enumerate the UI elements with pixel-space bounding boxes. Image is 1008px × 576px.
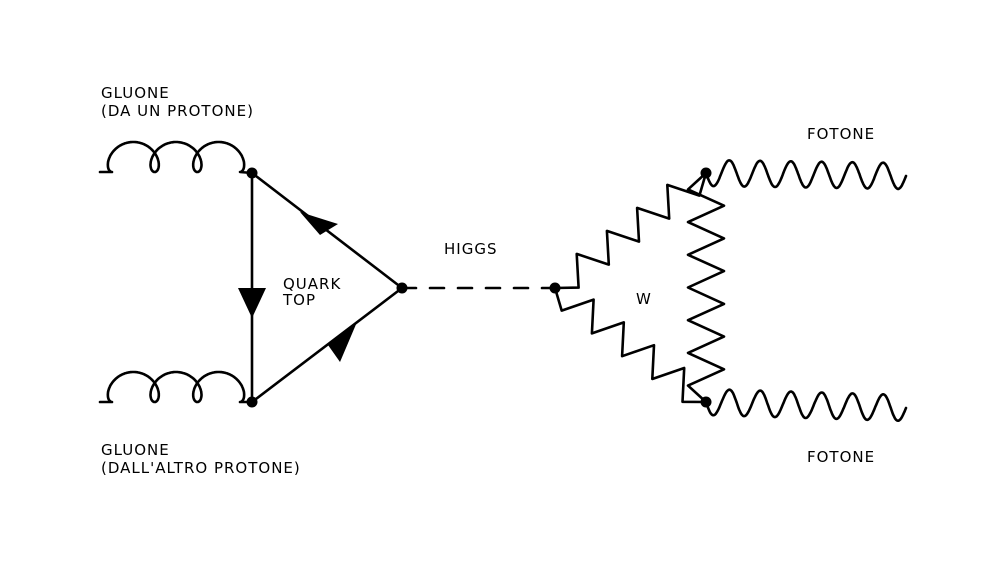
vertex-higgs-quark: [396, 282, 408, 294]
gluon-line-bottom: [98, 370, 254, 404]
label-higgs: HIGGS: [444, 240, 497, 258]
vertex-bottom-left: [246, 396, 258, 408]
photon-line-bottom: [704, 388, 908, 422]
photon-line-top: [704, 159, 908, 191]
vertex-top-left: [246, 167, 258, 179]
label-photon-bottom: FOTONE: [807, 448, 875, 466]
arrow-upper: [300, 212, 338, 235]
arrow-lower: [328, 322, 357, 362]
arrow-down: [238, 288, 266, 318]
quark-line-lower: [250, 286, 404, 404]
label-quark-2: TOP: [282, 291, 316, 309]
vertex-higgs-w: [549, 282, 561, 294]
w-line-right: [686, 171, 726, 404]
label-photon-top: FOTONE: [807, 125, 875, 143]
label-gluon-bottom-2: (DALL'ALTRO PROTONE): [101, 459, 301, 477]
label-gluon-top-1: GLUONE: [101, 84, 170, 102]
w-line-upper: [553, 171, 708, 290]
label-gluon-bottom-1: GLUONE: [101, 441, 170, 459]
gluon-line-top: [98, 140, 254, 175]
label-gluon-top-2: (DA UN PROTONE): [101, 102, 254, 120]
label-w: W: [636, 290, 652, 308]
w-line-lower: [553, 286, 708, 404]
vertex-photon-top: [700, 167, 712, 179]
label-quark-1: QUARK: [283, 275, 341, 293]
vertex-photon-bottom: [700, 396, 712, 408]
